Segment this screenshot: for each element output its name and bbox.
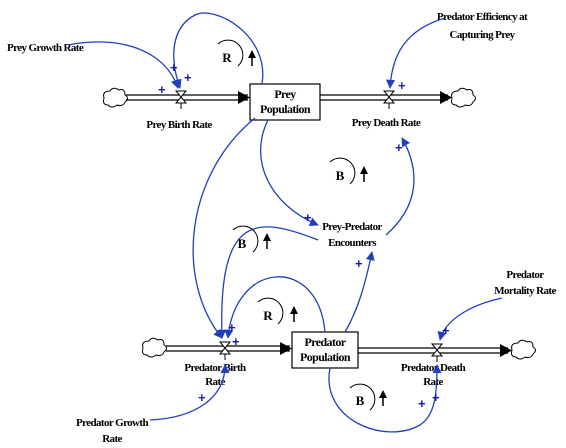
variable-predator-growth-rate: Rate — [102, 433, 122, 445]
prey-birth-flow-pipe — [126, 91, 250, 104]
flow-label-prey-death-rate: Prey Death Rate — [352, 117, 421, 129]
predator-death-valve — [430, 343, 444, 362]
flow-label-predator-birth-rate: Predator Birth — [184, 362, 246, 374]
link-predator-pop-to-death — [328, 364, 442, 433]
link-prey-to-predator-birth — [192, 117, 256, 339]
link-predator-pop-to-birth — [224, 276, 326, 339]
prey-death-valve — [382, 90, 396, 109]
flow-label-prey-birth-rate: Prey Birth Rate — [146, 119, 212, 131]
cloud-sink-predator — [511, 339, 536, 360]
link-encounters-to-predator-birth — [217, 226, 319, 339]
polarity-sign: + — [442, 323, 450, 338]
cloud-source-prey — [103, 87, 128, 108]
stock-label-line: Population — [300, 350, 351, 364]
prey-birth-valve — [174, 90, 188, 109]
variable-predator-mortality-rate: Mortality Rate — [494, 285, 556, 297]
link-encounters-to-prey-death — [385, 137, 415, 236]
link-prey-growth-to-birth — [67, 41, 180, 89]
polarity-sign: + — [184, 70, 192, 85]
variable-predator-efficiency: Capturing Prey — [449, 29, 515, 41]
link-prey-to-encounters — [260, 119, 319, 227]
variable-prey-predator-encounters: Encounters — [328, 237, 377, 249]
polarity-sign: + — [432, 390, 440, 405]
loop-indicator-predation: B — [232, 225, 271, 253]
cloud-sink-prey — [451, 87, 476, 108]
link-prey-population-to-birth — [172, 12, 264, 89]
variable-predator-efficiency: Predator Efficiency at — [437, 11, 528, 23]
flow-label-predator-death-rate: Rate — [423, 376, 443, 388]
cloud-source-predator — [142, 337, 167, 358]
polarity-sign: + — [158, 82, 166, 97]
variable-predator-mortality-rate: Predator — [506, 269, 544, 281]
link-predator-growth-to-birth — [149, 364, 230, 421]
stock-label-line: Population — [260, 102, 311, 116]
polarity-sign: + — [232, 334, 240, 349]
stock-predator-population[interactable]: Predator Population — [291, 331, 359, 369]
stock-label-line: Prey — [274, 87, 296, 101]
prey-death-flow-pipe — [320, 91, 452, 104]
loop-label: R — [222, 50, 232, 65]
link-predator-pop-to-encounters — [344, 251, 375, 333]
loop-label: B — [238, 236, 247, 251]
loop-label: R — [263, 308, 273, 323]
predator-birth-valve — [218, 341, 232, 360]
polarity-sign: + — [198, 390, 206, 405]
polarity-sign: + — [398, 78, 406, 93]
flow-label-predator-death-rate: Predator Death — [401, 362, 466, 374]
polarity-sign: + — [170, 60, 178, 75]
loop-label: B — [356, 393, 365, 408]
stock-label-line: Predator — [305, 335, 347, 349]
polarity-sign: + — [304, 210, 312, 225]
stock-prey-population[interactable]: Prey Population — [249, 83, 321, 121]
loop-indicator-prey-death: B — [329, 157, 368, 185]
variable-predator-growth-rate: Predator Growth — [76, 417, 148, 429]
polarity-sign: + — [228, 320, 236, 335]
predator-death-flow-pipe — [358, 344, 512, 357]
link-mortality-to-death — [437, 297, 503, 341]
link-efficiency-to-death — [385, 17, 446, 89]
polarity-sign: + — [355, 256, 363, 271]
loop-indicator-prey-birth: R — [217, 39, 256, 67]
variable-prey-predator-encounters: Prey-Predator — [322, 221, 382, 233]
loop-indicator-predator-death: B — [349, 383, 387, 411]
polarity-sign: + — [395, 140, 403, 155]
loop-indicator-predator-birth: R — [257, 297, 298, 325]
loop-label: B — [336, 168, 345, 183]
polarity-sign: + — [418, 396, 426, 411]
variable-prey-growth-rate: Prey Growth Rate — [7, 42, 84, 54]
